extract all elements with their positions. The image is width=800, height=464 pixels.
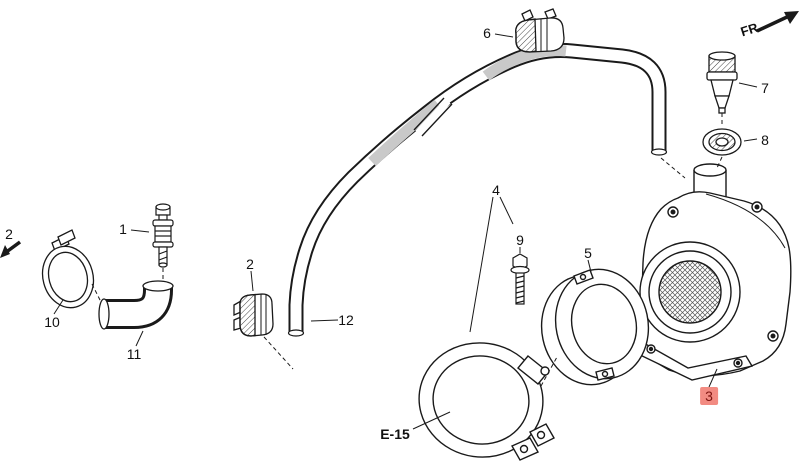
part-8-grommet [702, 128, 742, 156]
part-label-11[interactable]: 11 [126, 346, 142, 362]
part-11-elbow-hose [98, 280, 174, 330]
part-label-7[interactable]: 7 [761, 80, 769, 96]
part-label-12[interactable]: 12 [338, 312, 354, 328]
part-label-2[interactable]: 2 [246, 256, 254, 272]
part-label-3-highlighted[interactable]: 3 [700, 387, 718, 405]
edge-callout-label[interactable]: 2 [5, 226, 13, 242]
part-label-1[interactable]: 1 [119, 221, 127, 237]
part-6-tube-clip [515, 8, 565, 53]
part-9-bolt [510, 253, 530, 305]
part-3-housing [632, 163, 792, 381]
part-label-6[interactable]: 6 [483, 25, 491, 41]
part-7-sensor [706, 51, 738, 114]
part-2-clip [233, 293, 274, 337]
leader-lines [53, 33, 758, 430]
part-5-coupling-ring [540, 268, 650, 386]
part-label-5[interactable]: 5 [584, 245, 592, 261]
tube-break-marks [413, 97, 453, 137]
part-10-hose-clamp [41, 229, 95, 309]
part-1-joint [152, 203, 174, 268]
reference-link-e15[interactable]: E-15 [380, 426, 410, 442]
fr-direction-arrow [756, 11, 799, 33]
dashed-lines [91, 113, 723, 387]
part-label-9[interactable]: 9 [516, 232, 524, 248]
edge-callout-arrow [0, 240, 22, 258]
part-label-8[interactable]: 8 [761, 132, 769, 148]
part-label-4[interactable]: 4 [492, 182, 500, 198]
part-4-band-clamp [418, 342, 555, 461]
part-label-10[interactable]: 10 [44, 314, 60, 330]
